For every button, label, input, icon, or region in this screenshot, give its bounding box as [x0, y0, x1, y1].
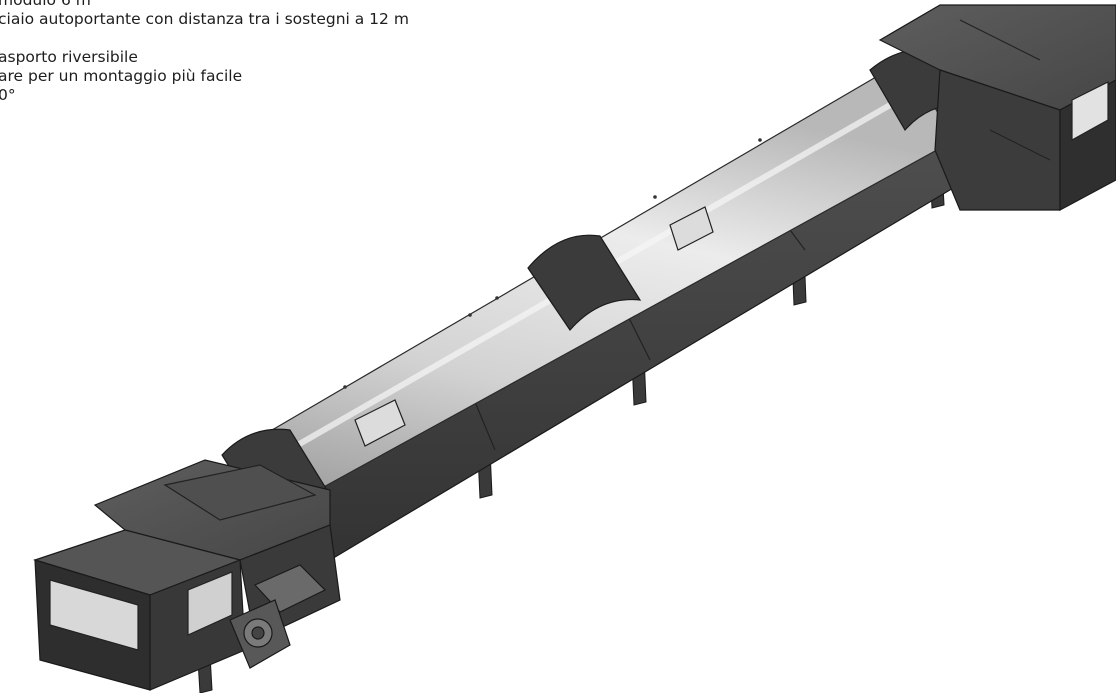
feature-line	[0, 29, 409, 48]
feature-line: asporto riversibile	[0, 48, 138, 66]
drive-box-cover-plate	[163, 464, 317, 521]
rear-head-box	[878, 4, 1116, 212]
inspection-hatch	[354, 399, 406, 447]
feature-line: 0°	[0, 86, 16, 104]
inspection-hatch	[669, 206, 714, 251]
trough-side-face	[299, 119, 976, 561]
rear-box-panel	[1071, 81, 1109, 142]
tube-flange-ring	[527, 234, 642, 331]
gear-motor	[229, 564, 327, 669]
tubular-cover	[221, 48, 967, 521]
drive-head-box	[33, 459, 341, 691]
feature-line: modulo 6 m	[0, 0, 91, 9]
feature-line: ciaio autoportante con distanza tra i so…	[0, 10, 409, 28]
rear-box-side	[934, 69, 1061, 211]
feature-line: are per un montaggio più facile	[0, 67, 243, 85]
feature-list: modulo 6 m ciaio autoportante con distan…	[0, 0, 409, 105]
drive-box-panel	[187, 571, 233, 636]
drive-box-panel	[49, 579, 139, 651]
